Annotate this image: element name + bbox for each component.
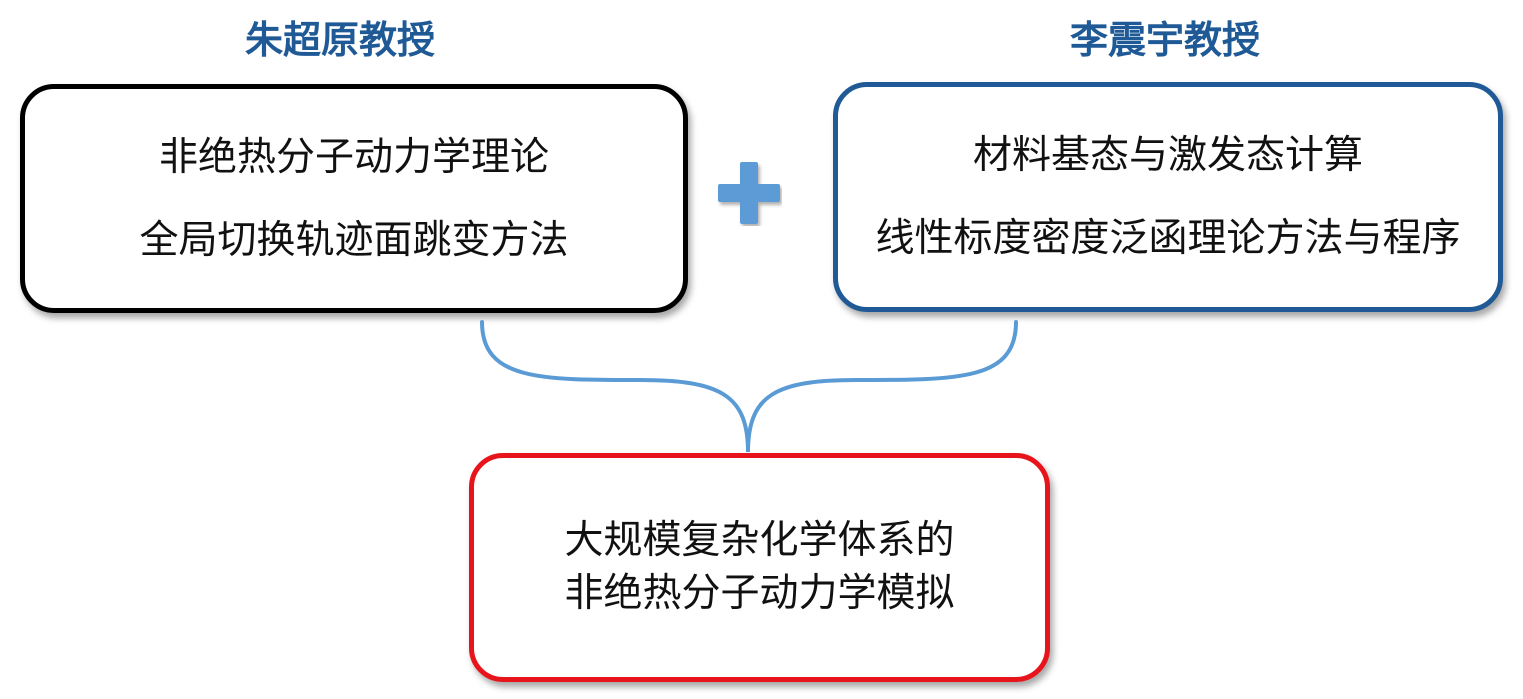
right-professor-title: 李震宇教授 — [1069, 18, 1260, 62]
goal-box: 大规模复杂化学体系的 非绝热分子动力学模拟 — [469, 453, 1050, 682]
right-research-line-1: 材料基态与激发态计算 — [972, 133, 1363, 178]
right-research-line-2: 线性标度密度泛函理论方法与程序 — [875, 216, 1461, 261]
left-research-line-1: 非绝热分子动力学理论 — [158, 134, 549, 180]
goal-line-2: 非绝热分子动力学模拟 — [564, 570, 955, 616]
left-research-line-2: 全局切换轨迹面跳变方法 — [139, 217, 569, 263]
left-research-box: 非绝热分子动力学理论 全局切换轨迹面跳变方法 — [20, 84, 688, 313]
plus-icon — [718, 162, 780, 224]
goal-line-1: 大规模复杂化学体系的 — [564, 517, 955, 563]
left-professor-title: 朱超原教授 — [244, 18, 435, 62]
right-research-box: 材料基态与激发态计算 线性标度密度泛函理论方法与程序 — [833, 82, 1503, 312]
